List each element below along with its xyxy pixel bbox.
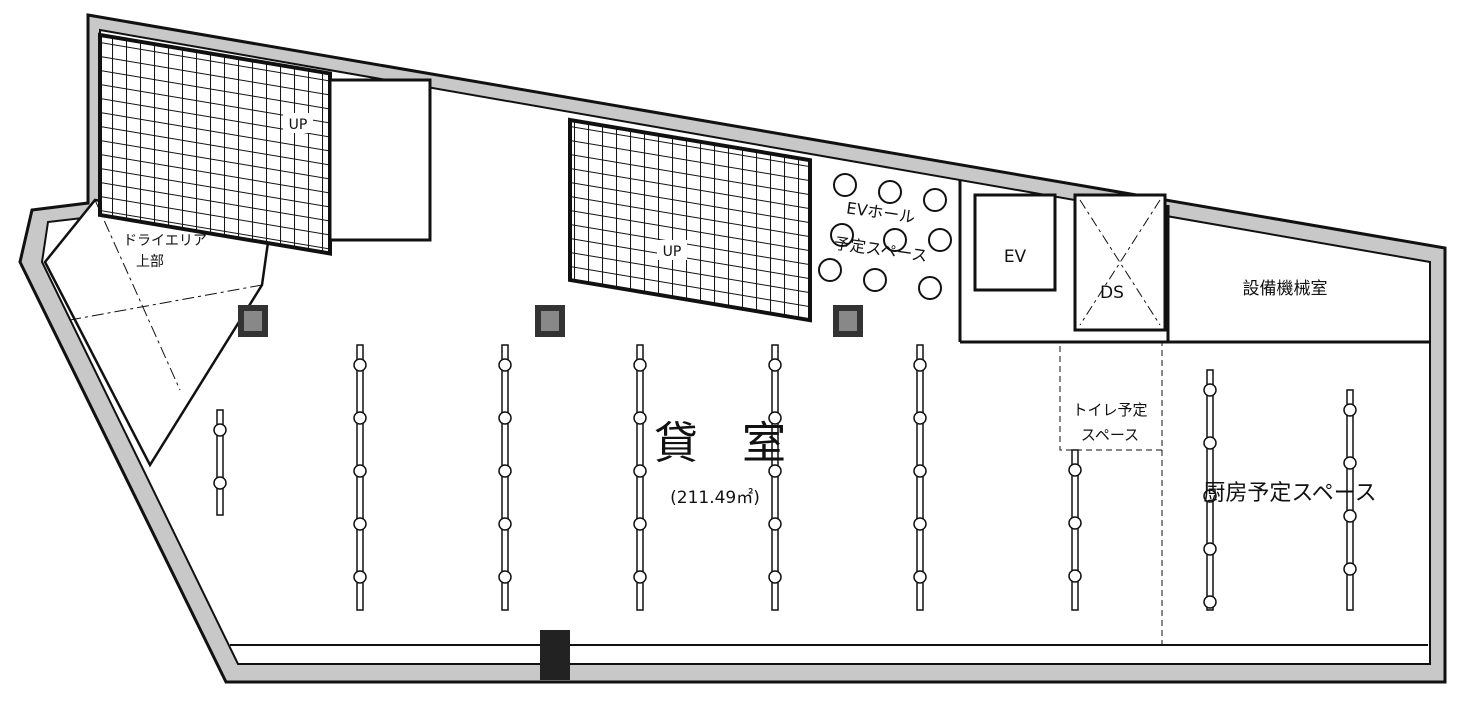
stair-2: [568, 117, 812, 323]
planter-circle: [923, 188, 947, 212]
light-fixture: [913, 358, 927, 372]
light-fixture: [768, 464, 782, 478]
elevator-shaft: [973, 193, 1057, 292]
light-fixture: [1068, 516, 1082, 530]
ds-cross: [1079, 199, 1161, 326]
light-fixture: [1068, 569, 1082, 583]
light-fixture: [1343, 403, 1357, 417]
rental-area-label: (211.49㎡): [670, 488, 760, 508]
light-fixture: [353, 411, 367, 425]
elevator-label: EV: [1004, 247, 1027, 267]
toilet-space-outline: [1059, 341, 1163, 451]
light-row: [1343, 389, 1357, 611]
light-fixture: [1203, 383, 1217, 397]
light-fixture: [768, 358, 782, 372]
machine-room-label: 設備機械室: [1243, 279, 1328, 299]
planter-circle: [918, 276, 942, 300]
light-fixture: [913, 464, 927, 478]
light-row: [768, 344, 782, 611]
light-row: [353, 344, 367, 611]
pillar: [540, 630, 570, 680]
dry-area-cross: [94, 199, 181, 391]
pillar: [535, 305, 565, 337]
light-fixture: [633, 570, 647, 584]
dry-area-label: ドライエリア: [123, 233, 207, 249]
light-fixture: [353, 517, 367, 531]
light-fixture: [353, 570, 367, 584]
pillar: [238, 305, 268, 337]
light-fixture: [1343, 562, 1357, 576]
light-row: [633, 344, 647, 611]
light-row: [1203, 369, 1217, 611]
stair-1: [98, 32, 432, 256]
kitchen-space-label: 厨房予定スペース: [1203, 481, 1376, 506]
light-fixture: [913, 570, 927, 584]
light-fixture: [1203, 542, 1217, 556]
planter-circle: [883, 228, 907, 252]
planter-circle: [833, 173, 857, 197]
duct-space: [1073, 193, 1167, 332]
light-fixture: [1203, 436, 1217, 450]
light-fixture: [768, 570, 782, 584]
light-fixture: [353, 358, 367, 372]
light-fixture: [633, 464, 647, 478]
light-fixture: [353, 464, 367, 478]
light-fixture: [768, 411, 782, 425]
planter-circle: [878, 180, 902, 204]
stair-up-label: UP: [289, 117, 308, 133]
light-fixture: [633, 517, 647, 531]
duct-space-label: DS: [1100, 283, 1124, 303]
ceiling-lights: [213, 344, 1357, 611]
light-fixture: [498, 464, 512, 478]
planter-circle: [830, 223, 854, 247]
ds-cross: [1079, 199, 1161, 326]
planter-circle: [818, 258, 842, 282]
ev-hall-planters: [818, 173, 952, 300]
stair-up-label: UP: [663, 244, 682, 260]
dry-area-cross: [69, 284, 263, 321]
light-row: [913, 344, 927, 611]
light-fixture: [1343, 456, 1357, 470]
light-fixture: [1343, 509, 1357, 523]
rental-room-label: 貸 室: [654, 418, 786, 469]
toilet-space-label: トイレ予定: [1072, 401, 1147, 419]
light-fixture: [1203, 489, 1217, 503]
light-fixture: [498, 358, 512, 372]
light-fixture: [213, 476, 227, 490]
light-row: [498, 344, 512, 611]
dry-area-label: 上部: [136, 254, 164, 270]
light-fixture: [768, 517, 782, 531]
pillar: [833, 305, 863, 337]
light-fixture: [1203, 595, 1217, 609]
light-fixture: [498, 411, 512, 425]
light-row: [213, 409, 227, 516]
light-fixture: [633, 358, 647, 372]
planter-circle: [928, 228, 952, 252]
light-fixture: [213, 423, 227, 437]
light-fixture: [913, 517, 927, 531]
light-fixture: [913, 411, 927, 425]
toilet-space-label: スペース: [1081, 426, 1139, 444]
light-fixture: [498, 517, 512, 531]
light-row: [1068, 449, 1082, 611]
light-fixture: [1068, 463, 1082, 477]
light-fixture: [498, 570, 512, 584]
planter-circle: [863, 268, 887, 292]
light-fixture: [633, 411, 647, 425]
